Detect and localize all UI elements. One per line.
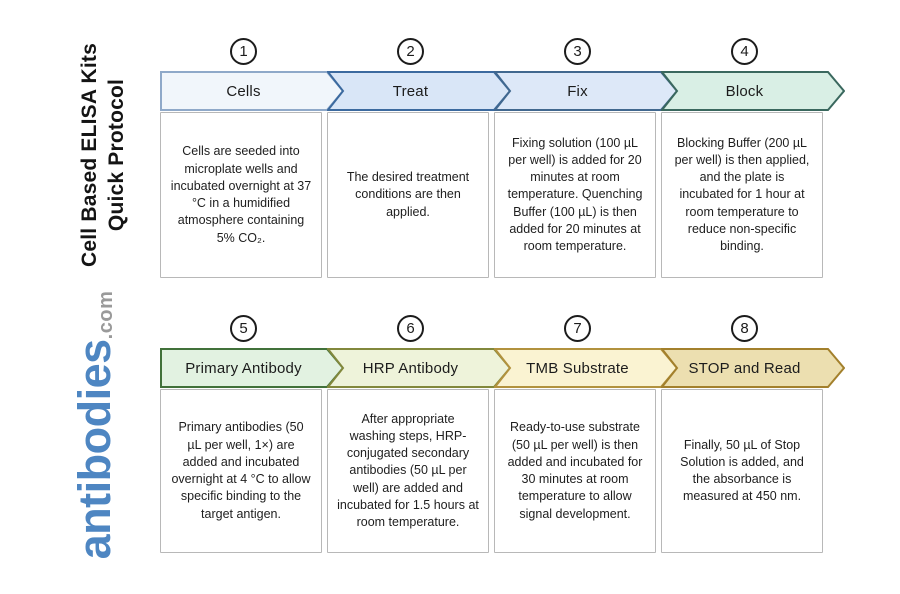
step-arrow-label: Cells <box>226 82 261 100</box>
step-description: Blocking Buffer (200 µL per well) is the… <box>674 135 810 254</box>
logo-tld-text: .com <box>94 290 117 340</box>
step-arrow: Cells <box>160 71 344 111</box>
page-title: Cell Based ELISA Kits Quick Protocol <box>74 25 132 285</box>
step-arrow: STOP and Read <box>661 348 845 388</box>
step-description-box: After appropriate washing steps, HRP-con… <box>327 389 489 553</box>
step-number-badge: 3 <box>564 38 591 65</box>
step-number: 5 <box>239 320 248 337</box>
step-arrow: Treat <box>327 71 511 111</box>
step-7-tmb-substrate: 7 TMB Substrate Ready-to-use substrate (… <box>494 315 678 555</box>
step-description-box: Ready-to-use substrate (50 µL per well) … <box>494 389 656 553</box>
step-5-primary-antibody: 5 Primary Antibody Primary antibodies (5… <box>160 315 344 555</box>
step-arrow: Fix <box>494 71 678 111</box>
step-description: Fixing solution (100 µL per well) is add… <box>507 135 643 254</box>
step-4-block: 4 Block Blocking Buffer (200 µL per well… <box>661 38 845 278</box>
step-number: 6 <box>406 320 415 337</box>
step-number-badge: 5 <box>230 315 257 342</box>
step-number: 7 <box>573 320 582 337</box>
step-8-stop-and-read: 8 STOP and Read Finally, 50 µL of Stop S… <box>661 315 845 555</box>
chevron-arrow-shape <box>661 71 845 111</box>
step-number: 2 <box>406 43 415 60</box>
step-description: Primary antibodies (50 µL per well, 1×) … <box>171 420 311 521</box>
chevron-arrow-shape <box>661 348 845 388</box>
logo-brand-text: antibodies <box>69 339 120 560</box>
step-number-badge: 6 <box>397 315 424 342</box>
step-arrow: Primary Antibody <box>160 348 344 388</box>
step-description-box: Blocking Buffer (200 µL per well) is the… <box>661 112 823 278</box>
step-2-treat: 2 Treat The desired treatment conditions… <box>327 38 511 278</box>
step-description-box: The desired treatment conditions are the… <box>327 112 489 278</box>
step-number-badge: 8 <box>731 315 758 342</box>
step-description-box: Cells are seeded into microplate wells a… <box>160 112 322 278</box>
step-arrow-label: STOP and Read <box>688 359 801 377</box>
step-description: Cells are seeded into microplate wells a… <box>170 144 312 245</box>
step-description: Ready-to-use substrate (50 µL per well) … <box>507 420 643 521</box>
step-arrow-label: HRP Antibody <box>362 359 459 377</box>
step-description: Finally, 50 µL of Stop Solution is added… <box>680 437 804 504</box>
step-arrow-label: Treat <box>392 82 429 100</box>
step-number-badge: 2 <box>397 38 424 65</box>
step-description: The desired treatment conditions are the… <box>346 170 470 219</box>
step-number: 1 <box>239 43 248 60</box>
step-number-badge: 7 <box>564 315 591 342</box>
page-title-line1: Cell Based ELISA Kits <box>77 43 101 267</box>
step-number: 3 <box>573 43 582 60</box>
step-arrow: Block <box>661 71 845 111</box>
step-arrow-label: Block <box>725 82 764 100</box>
step-1-cells: 1 Cells Cells are seeded into microplate… <box>160 38 344 278</box>
step-description-box: Primary antibodies (50 µL per well, 1×) … <box>160 389 322 553</box>
step-description-box: Fixing solution (100 µL per well) is add… <box>494 112 656 278</box>
step-number-badge: 1 <box>230 38 257 65</box>
step-arrow-label: Primary Antibody <box>185 359 302 377</box>
step-arrow-label: TMB Substrate <box>526 359 629 377</box>
page-title-line2: Quick Protocol <box>105 78 128 232</box>
step-description-box: Finally, 50 µL of Stop Solution is added… <box>661 389 823 553</box>
step-arrow: TMB Substrate <box>494 348 678 388</box>
step-number: 4 <box>740 43 749 60</box>
step-number: 8 <box>740 320 749 337</box>
step-6-hrp-antibody: 6 HRP Antibody After appropriate washing… <box>327 315 511 555</box>
step-number-badge: 4 <box>731 38 758 65</box>
step-arrow-label: Fix <box>567 82 588 100</box>
step-description: After appropriate washing steps, HRP-con… <box>337 411 479 530</box>
step-arrow: HRP Antibody <box>327 348 511 388</box>
logo: antibodies.com <box>58 280 132 570</box>
step-3-fix: 3 Fix Fixing solution (100 µL per well) … <box>494 38 678 278</box>
